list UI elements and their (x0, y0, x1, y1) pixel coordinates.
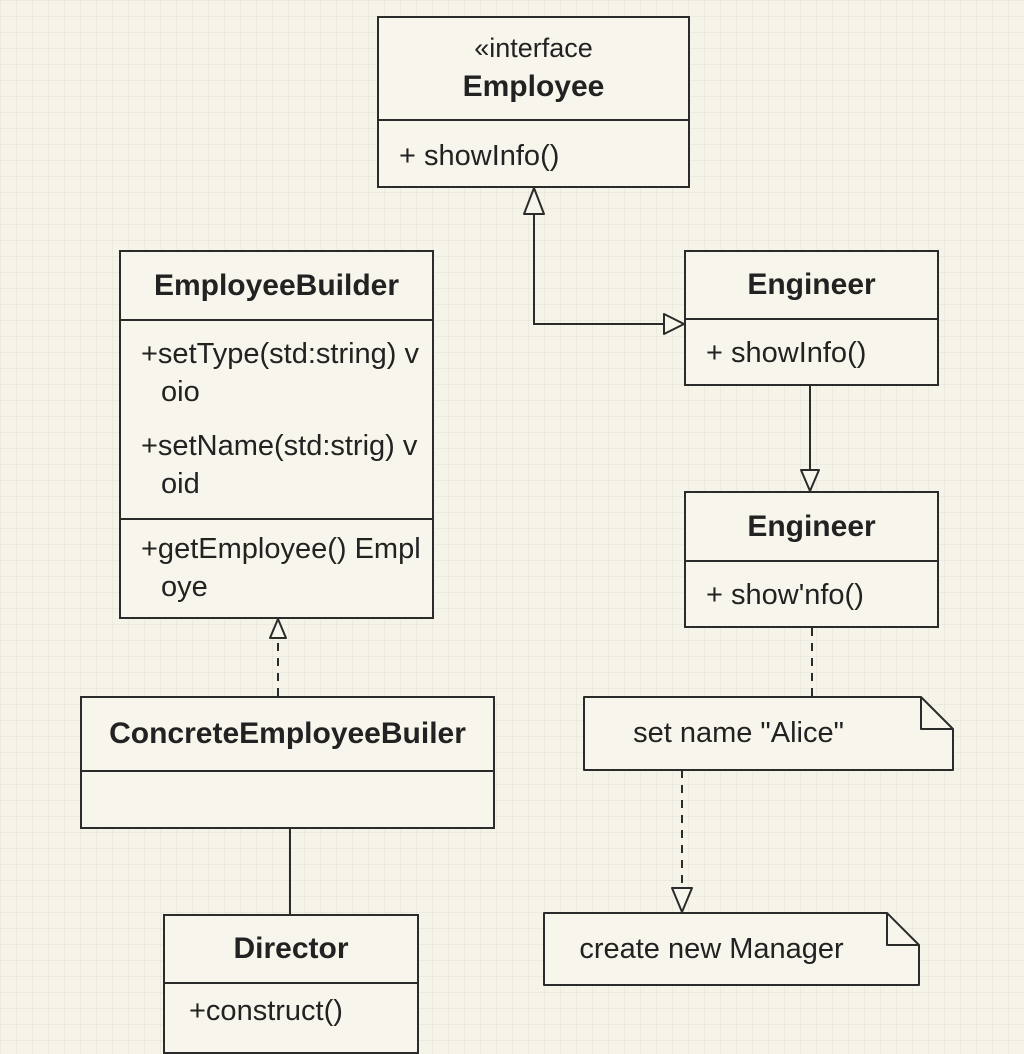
note-set-name[interactable]: set name "Alice" (583, 696, 954, 771)
class-concrete-employee-builder-body (82, 772, 493, 827)
class-engineer-bottom-name: Engineer (747, 509, 876, 543)
class-employee-builder-setters: +setType(std:string) voio +setName(std:s… (121, 321, 432, 518)
method-show-info: + showInfo() (706, 337, 867, 369)
class-engineer-top[interactable]: Engineer + showInfo() (684, 250, 939, 386)
method-set-name: +setName(std:strig) void (141, 430, 418, 500)
class-employee-builder[interactable]: EmployeeBuilder +setType(std:string) voi… (119, 250, 434, 619)
note-create-manager-text: create new Manager (579, 932, 844, 965)
class-engineer-top-header: Engineer (686, 252, 937, 320)
class-employee-header: «interface Employee (379, 18, 688, 121)
arrowhead-create-manager-note (671, 887, 693, 913)
arrowhead-engineer-bottom (800, 469, 820, 492)
class-employee-builder-name: EmployeeBuilder (153, 268, 400, 302)
connectors-layer (269, 187, 820, 914)
class-engineer-bottom[interactable]: Engineer + show'nfo() (684, 491, 939, 628)
class-engineer-bottom-methods: + show'nfo() (686, 562, 937, 614)
class-engineer-bottom-header: Engineer (686, 493, 937, 562)
class-concrete-employee-builder-name: ConcreteEmployeeBuiler (109, 717, 466, 750)
open-arrowhead-engineer-top (663, 313, 685, 335)
class-employee-builder-header: EmployeeBuilder (121, 252, 432, 321)
class-director[interactable]: Director +construct() (163, 914, 419, 1054)
method-show-info: + show'nfo() (706, 579, 864, 611)
note-create-manager-shape (543, 912, 920, 986)
class-director-name: Director (233, 932, 349, 965)
method-show-info: + showInfo() (399, 140, 560, 172)
class-employee-builder-getters: +getEmployee() Employe (121, 518, 432, 617)
note-set-name-shape (583, 696, 954, 771)
class-engineer-top-methods: + showInfo() (686, 320, 937, 372)
method-get-employee: +getEmployee() Employe (141, 533, 421, 603)
note-set-name-text: set name "Alice" (633, 717, 844, 749)
class-employee[interactable]: «interface Employee + showInfo() (377, 16, 690, 188)
method-set-type: +setType(std:string) voio (141, 338, 420, 408)
class-director-header: Director (165, 916, 417, 984)
realization-line-engineer-to-employee (533, 208, 666, 325)
class-employee-methods: + showInfo() (379, 121, 688, 175)
realization-arrowhead-employee (523, 187, 545, 215)
class-director-methods: +construct() (165, 984, 417, 1030)
method-construct: +construct() (189, 995, 343, 1027)
note-create-manager[interactable]: create new Manager (543, 912, 920, 986)
class-employee-name: Employee (462, 70, 605, 103)
realization-arrowhead-builder (269, 618, 287, 639)
class-engineer-top-name: Engineer (747, 268, 876, 301)
class-concrete-employee-builder[interactable]: ConcreteEmployeeBuiler (80, 696, 495, 829)
class-employee-stereotype: «interface (474, 33, 593, 63)
class-concrete-employee-builder-header: ConcreteEmployeeBuiler (82, 698, 493, 772)
